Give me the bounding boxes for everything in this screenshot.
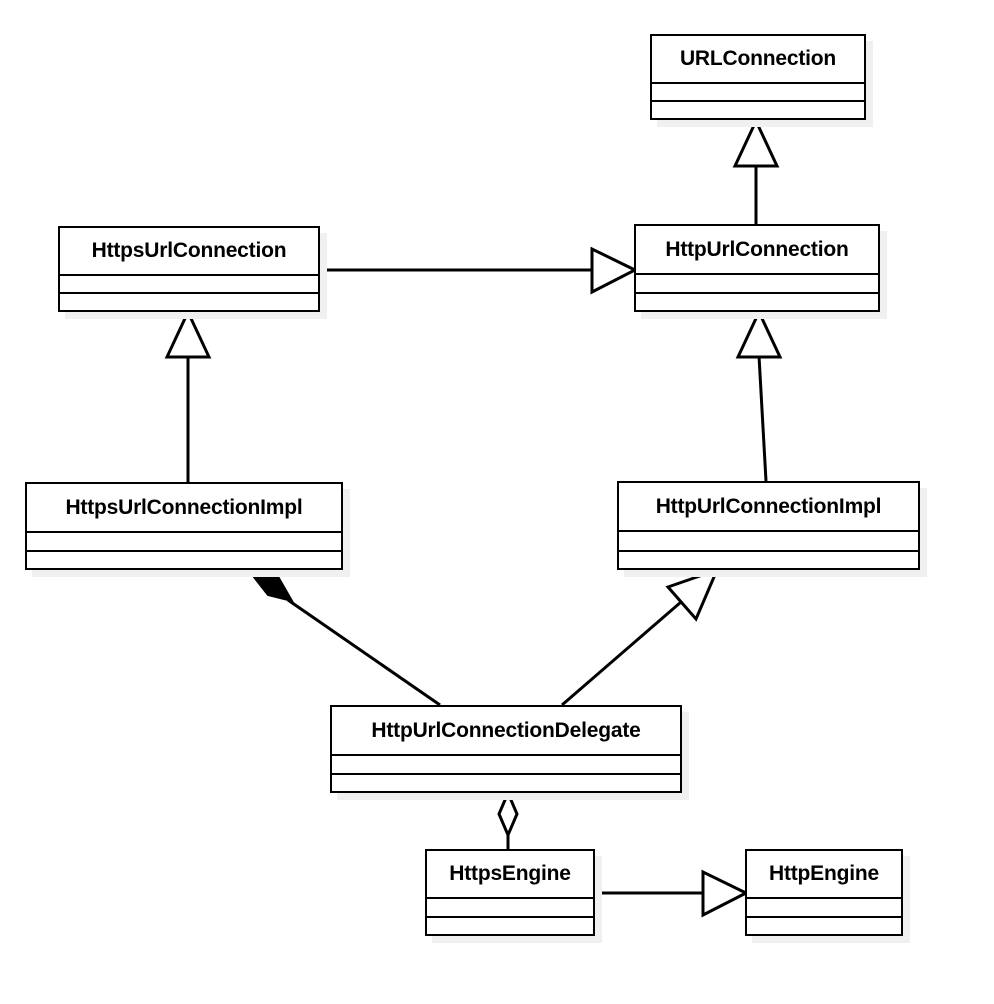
class-name-httpsurlconnectionimpl: HttpsUrlConnectionImpl xyxy=(27,484,341,533)
class-box-httpurlconnectiondelegate[interactable]: HttpUrlConnectionDelegate xyxy=(330,705,682,793)
class-name-httpsurlconnection: HttpsUrlConnection xyxy=(60,228,318,276)
class-operations-httpsurlconnection xyxy=(60,294,318,310)
class-box-httpsengine[interactable]: HttpsEngine xyxy=(425,849,595,936)
class-name-urlconnection: URLConnection xyxy=(652,36,864,84)
edge-httpsengine-to-httpengine xyxy=(595,869,750,918)
edge-httpurlconnectiondelegate-to-httpurlconnectionimpl xyxy=(561,567,720,707)
class-attributes-httpsurlconnection xyxy=(60,276,318,294)
class-attributes-httpsurlconnectionimpl xyxy=(27,533,341,552)
class-name-httpurlconnectionimpl: HttpUrlConnectionImpl xyxy=(619,483,918,532)
edge-httpurlconnectiondelegate-to-httpsengine xyxy=(497,789,519,849)
class-box-httpurlconnection[interactable]: HttpUrlConnection xyxy=(634,224,880,312)
edge-httpurlconnectionimpl-to-httpurlconnection xyxy=(735,308,783,482)
class-attributes-httpengine xyxy=(747,899,901,918)
class-name-httpsengine: HttpsEngine xyxy=(427,851,593,899)
class-name-httpurlconnectiondelegate: HttpUrlConnectionDelegate xyxy=(332,707,680,756)
edge-httpsurlconnection-to-httpurlconnection xyxy=(320,246,639,295)
hollow-triangle-marker xyxy=(665,567,720,622)
filled-diamond-marker xyxy=(248,564,295,603)
class-attributes-httpurlconnectionimpl xyxy=(619,532,918,552)
edge-httpsurlconnectionimpl-to-httpurlconnectiondelegate xyxy=(248,564,441,707)
hollow-diamond-marker xyxy=(497,789,519,839)
hollow-triangle-marker xyxy=(735,308,783,359)
class-operations-httpsengine xyxy=(427,918,593,934)
class-operations-httpengine xyxy=(747,918,901,934)
class-box-httpurlconnectionimpl[interactable]: HttpUrlConnectionImpl xyxy=(617,481,920,570)
hollow-triangle-marker xyxy=(732,117,780,168)
hollow-triangle-marker xyxy=(164,308,212,359)
class-attributes-httpurlconnection xyxy=(636,275,878,294)
class-box-urlconnection[interactable]: URLConnection xyxy=(650,34,866,120)
class-operations-httpsurlconnectionimpl xyxy=(27,552,341,568)
class-box-httpengine[interactable]: HttpEngine xyxy=(745,849,903,936)
class-attributes-httpurlconnectiondelegate xyxy=(332,756,680,775)
class-operations-httpurlconnectionimpl xyxy=(619,552,918,568)
hollow-triangle-marker xyxy=(701,869,750,918)
class-name-httpurlconnection: HttpUrlConnection xyxy=(636,226,878,275)
class-attributes-urlconnection xyxy=(652,84,864,102)
edge-httpsurlconnectionimpl-to-httpsurlconnection xyxy=(164,308,212,482)
class-attributes-httpsengine xyxy=(427,899,593,918)
class-operations-urlconnection xyxy=(652,102,864,118)
hollow-triangle-marker xyxy=(590,246,639,295)
edge-httpurlconnection-to-urlconnection xyxy=(732,117,780,224)
class-box-httpsurlconnection[interactable]: HttpsUrlConnection xyxy=(58,226,320,312)
class-box-httpsurlconnectionimpl[interactable]: HttpsUrlConnectionImpl xyxy=(25,482,343,570)
class-operations-httpurlconnection xyxy=(636,294,878,310)
class-name-httpengine: HttpEngine xyxy=(747,851,901,899)
class-operations-httpurlconnectiondelegate xyxy=(332,775,680,791)
